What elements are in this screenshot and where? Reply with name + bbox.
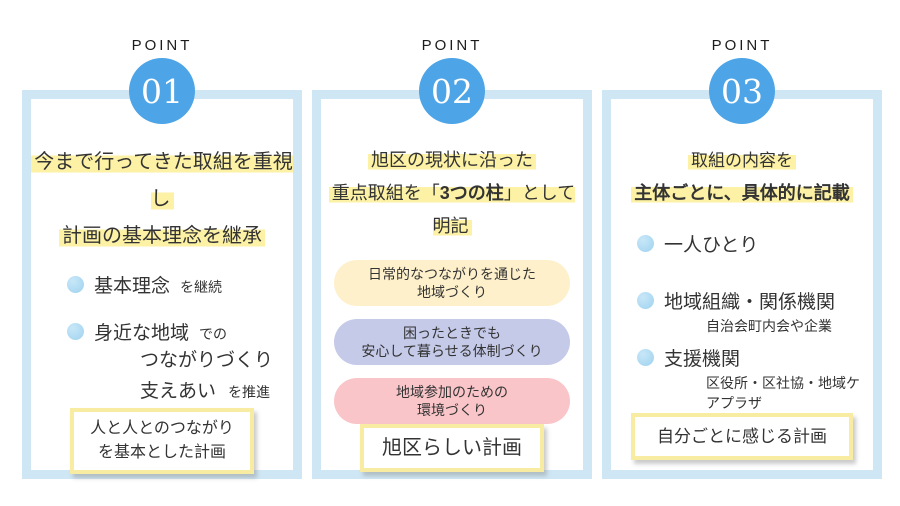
- point-03-footer-box: 自分ごとに感じる計画: [631, 413, 853, 460]
- continuation-text: 支えあい: [140, 381, 217, 402]
- bullet-dot-icon: [67, 276, 84, 293]
- bullet-main-text: 地域組織・関係機関: [664, 292, 836, 313]
- point-02-card: 旭区の現状に沿った 重点取組を「3つの柱」として明記 日常的なつながりを通じた …: [312, 90, 592, 479]
- footer-line: を基本とした計画: [97, 444, 226, 461]
- pillar-pill-participation: 地域参加のための 環境づくり: [334, 378, 570, 424]
- bullet-main-text: 身近な地域: [94, 323, 190, 344]
- point-03-bullet-list: 一人ひとり 地域組織・関係機関 自治会町内会や企業 支援機関 区役所・区社協・地…: [611, 230, 873, 413]
- continuation-text: つながりづくり: [140, 350, 274, 371]
- heading-line-highlighted: 計画の基本理念を継承: [59, 225, 265, 247]
- pill-line: 日常的なつながりを通じた: [368, 266, 536, 282]
- pill-line: 地域参加のための: [396, 384, 508, 400]
- list-item: 一人ひとり: [637, 230, 873, 257]
- continuation-small-text: を推進: [228, 384, 271, 400]
- point-01-label: POINT: [131, 37, 193, 54]
- bullet-continuation-line: つながりづくり: [140, 345, 293, 376]
- bullet-dot-icon: [637, 292, 654, 309]
- point-03-column: POINT 03 取組の内容を 主体ごとに、具体的に記載 一人ひとり 地域組織・…: [602, 0, 882, 479]
- heading-line-highlighted: 取組の内容を: [688, 151, 796, 170]
- list-item: 基本理念 を継続: [67, 271, 293, 298]
- bullet-dot-icon: [67, 323, 84, 340]
- footer-line: 自分ごとに感じる計画: [657, 427, 827, 446]
- point-03-heading: 取組の内容を 主体ごとに、具体的に記載: [631, 144, 853, 210]
- bullet-main-text: 基本理念: [94, 276, 171, 297]
- heading-line-highlighted: 重点取組を「3つの柱」として明記: [328, 183, 576, 236]
- footer-line: 人と人とのつながり: [90, 420, 234, 437]
- point-01-card: 今まで行ってきた取組を重視し 計画の基本理念を継承 基本理念 を継続 身近な地域…: [22, 90, 302, 479]
- bullet-main-text: 一人ひとり: [664, 235, 759, 256]
- point-01-column: POINT 01 今まで行ってきた取組を重視し 計画の基本理念を継承 基本理念 …: [22, 0, 302, 479]
- heading-segment: 」として明記: [432, 183, 576, 236]
- bullet-continuation-line: 支えあいを推進: [140, 376, 293, 408]
- point-01-heading: 今まで行ってきた取組を重視し 計画の基本理念を継承: [31, 144, 293, 255]
- point-03-number-badge: 03: [709, 58, 775, 124]
- point-02-footer-box: 旭区らしい計画: [360, 424, 544, 472]
- heading-line-highlighted: 今まで行ってきた取組を重視し: [31, 151, 293, 210]
- point-02-label: POINT: [421, 37, 483, 54]
- bullet-sub-text: 区役所・区社協・地域ケアプラザ: [706, 375, 860, 411]
- list-item: 身近な地域 での: [67, 318, 293, 345]
- bullet-dot-icon: [637, 235, 654, 252]
- point-02-number-badge: 02: [419, 58, 485, 124]
- point-02-heading: 旭区の現状に沿った 重点取組を「3つの柱」として明記: [321, 144, 583, 243]
- heading-segment: 重点取組を「: [331, 183, 440, 203]
- pill-line: 地域づくり: [417, 284, 487, 300]
- point-01-number-badge: 01: [129, 58, 195, 124]
- heading-line-highlighted: 旭区の現状に沿った: [368, 150, 536, 170]
- pill-line: 安心して暮らせる体制づくり: [361, 343, 543, 359]
- heading-segment-bold: 3つの柱: [439, 183, 504, 203]
- list-item: 地域組織・関係機関: [637, 287, 873, 314]
- bullet-small-text: での: [199, 326, 228, 342]
- point-02-column: POINT 02 旭区の現状に沿った 重点取組を「3つの柱」として明記 日常的な…: [312, 0, 592, 479]
- list-item: 支援機関: [637, 344, 873, 371]
- three-points-infographic: POINT 01 今まで行ってきた取組を重視し 計画の基本理念を継承 基本理念 …: [22, 0, 882, 479]
- heading-line-highlighted: 主体ごとに、具体的に記載: [631, 183, 853, 203]
- bullet-small-text: を継続: [180, 279, 223, 295]
- bullet-sub-text: 自治会町内会や企業: [706, 318, 832, 334]
- point-01-footer-box: 人と人とのつながり を基本とした計画: [70, 408, 254, 474]
- point-03-label: POINT: [711, 37, 773, 54]
- pillar-pill-community: 日常的なつながりを通じた 地域づくり: [334, 260, 570, 306]
- bullet-dot-icon: [637, 349, 654, 366]
- point-03-card: 取組の内容を 主体ごとに、具体的に記載 一人ひとり 地域組織・関係機関 自治会町…: [602, 90, 882, 479]
- pillar-pill-support-system: 困ったときでも 安心して暮らせる体制づくり: [334, 319, 570, 365]
- pill-line: 困ったときでも: [403, 325, 501, 341]
- point-01-bullet-list: 基本理念 を継続 身近な地域 での つながりづくり 支えあいを推進: [31, 271, 293, 408]
- footer-line: 旭区らしい計画: [382, 437, 522, 459]
- bullet-main-text: 支援機関: [664, 349, 741, 370]
- pill-line: 環境づくり: [417, 402, 487, 418]
